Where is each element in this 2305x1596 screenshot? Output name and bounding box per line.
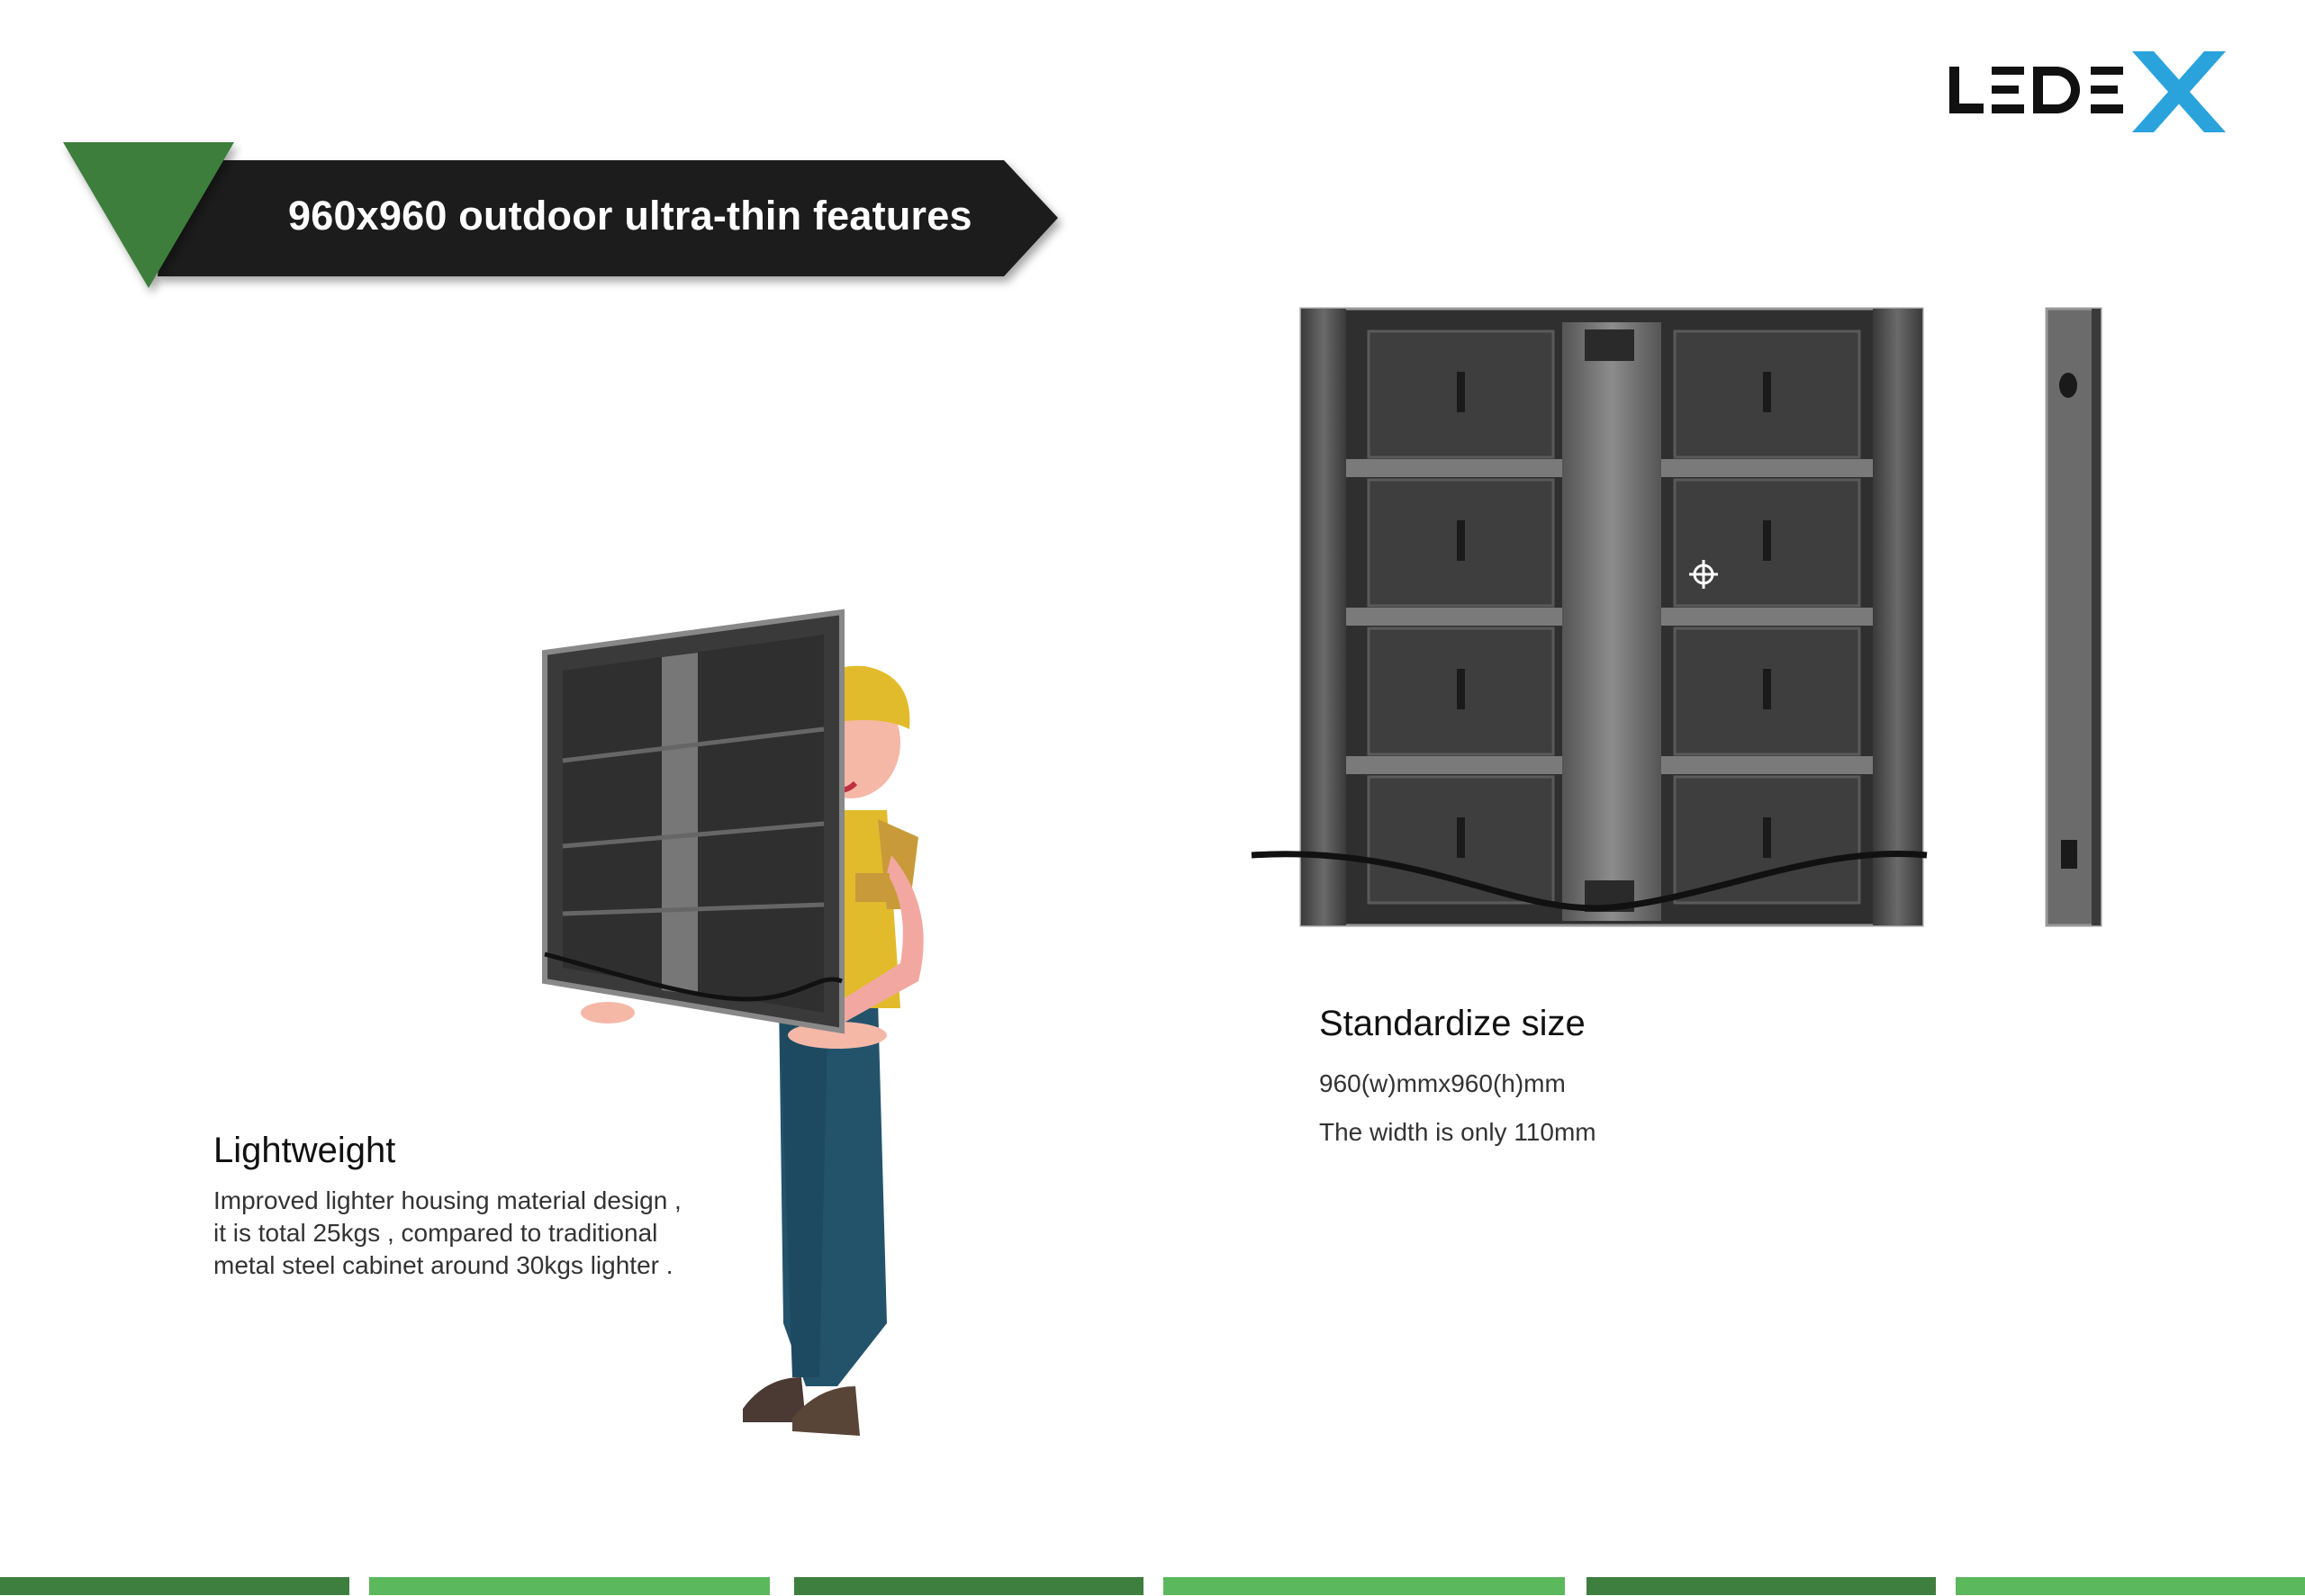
- footer-bar: [1586, 1577, 1936, 1595]
- size-heading: Standardize size: [1319, 1004, 1586, 1043]
- title-banner: [63, 142, 1058, 288]
- footer-bar: [369, 1577, 770, 1595]
- ledex-logo: [1949, 51, 2226, 132]
- size-width-note: The width is only 110mm: [1319, 1118, 1596, 1146]
- footer-bar: [794, 1577, 1143, 1595]
- footer-bar: [0, 1577, 349, 1595]
- lightweight-heading: Lightweight: [213, 1131, 396, 1170]
- lightweight-line: it is total 25kgs , compared to traditio…: [213, 1219, 658, 1247]
- worker-illustration: [542, 609, 924, 1436]
- footer-bar: [1956, 1577, 2305, 1595]
- cabinet-side-view: [2045, 307, 2102, 927]
- lightweight-line: metal steel cabinet around 30kgs lighter…: [213, 1251, 673, 1279]
- footer-bar: [1163, 1577, 1565, 1595]
- cabinet-back-view: [1251, 307, 1928, 927]
- lightweight-description: Improved lighter housing material design…: [213, 1185, 682, 1282]
- lightweight-line: Improved lighter housing material design…: [213, 1186, 682, 1214]
- size-dimensions: 960(w)mmx960(h)mm: [1319, 1069, 1566, 1097]
- banner-title: 960x960 outdoor ultra-thin features: [288, 193, 972, 239]
